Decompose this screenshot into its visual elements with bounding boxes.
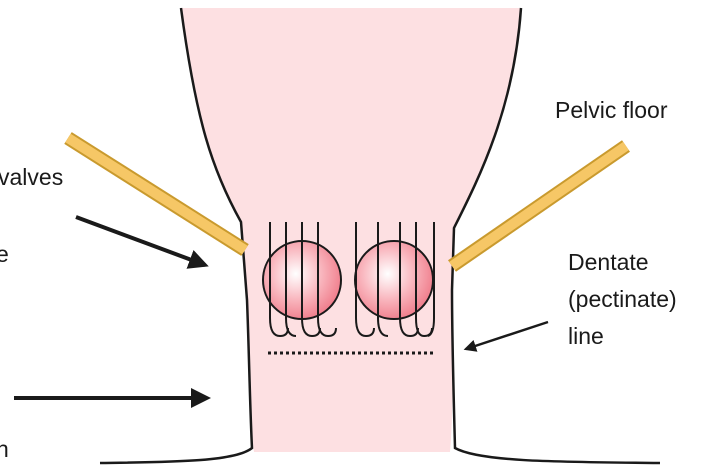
hemorrhoid-right: [355, 241, 433, 319]
label-n-fragment: n: [0, 436, 9, 462]
label-dentate-line3: line: [568, 323, 604, 349]
label-valves-fragment: valves: [0, 164, 63, 190]
arrow-upper-left: [76, 217, 205, 265]
anal-canal: [181, 8, 521, 452]
label-dentate-line2: (pectinate): [568, 286, 677, 312]
label-dentate-line1: Dentate: [568, 249, 649, 275]
arrow-dentate: [466, 322, 548, 349]
label-e-fragment: e: [0, 241, 9, 267]
label-pelvic-floor: Pelvic floor: [555, 97, 668, 123]
